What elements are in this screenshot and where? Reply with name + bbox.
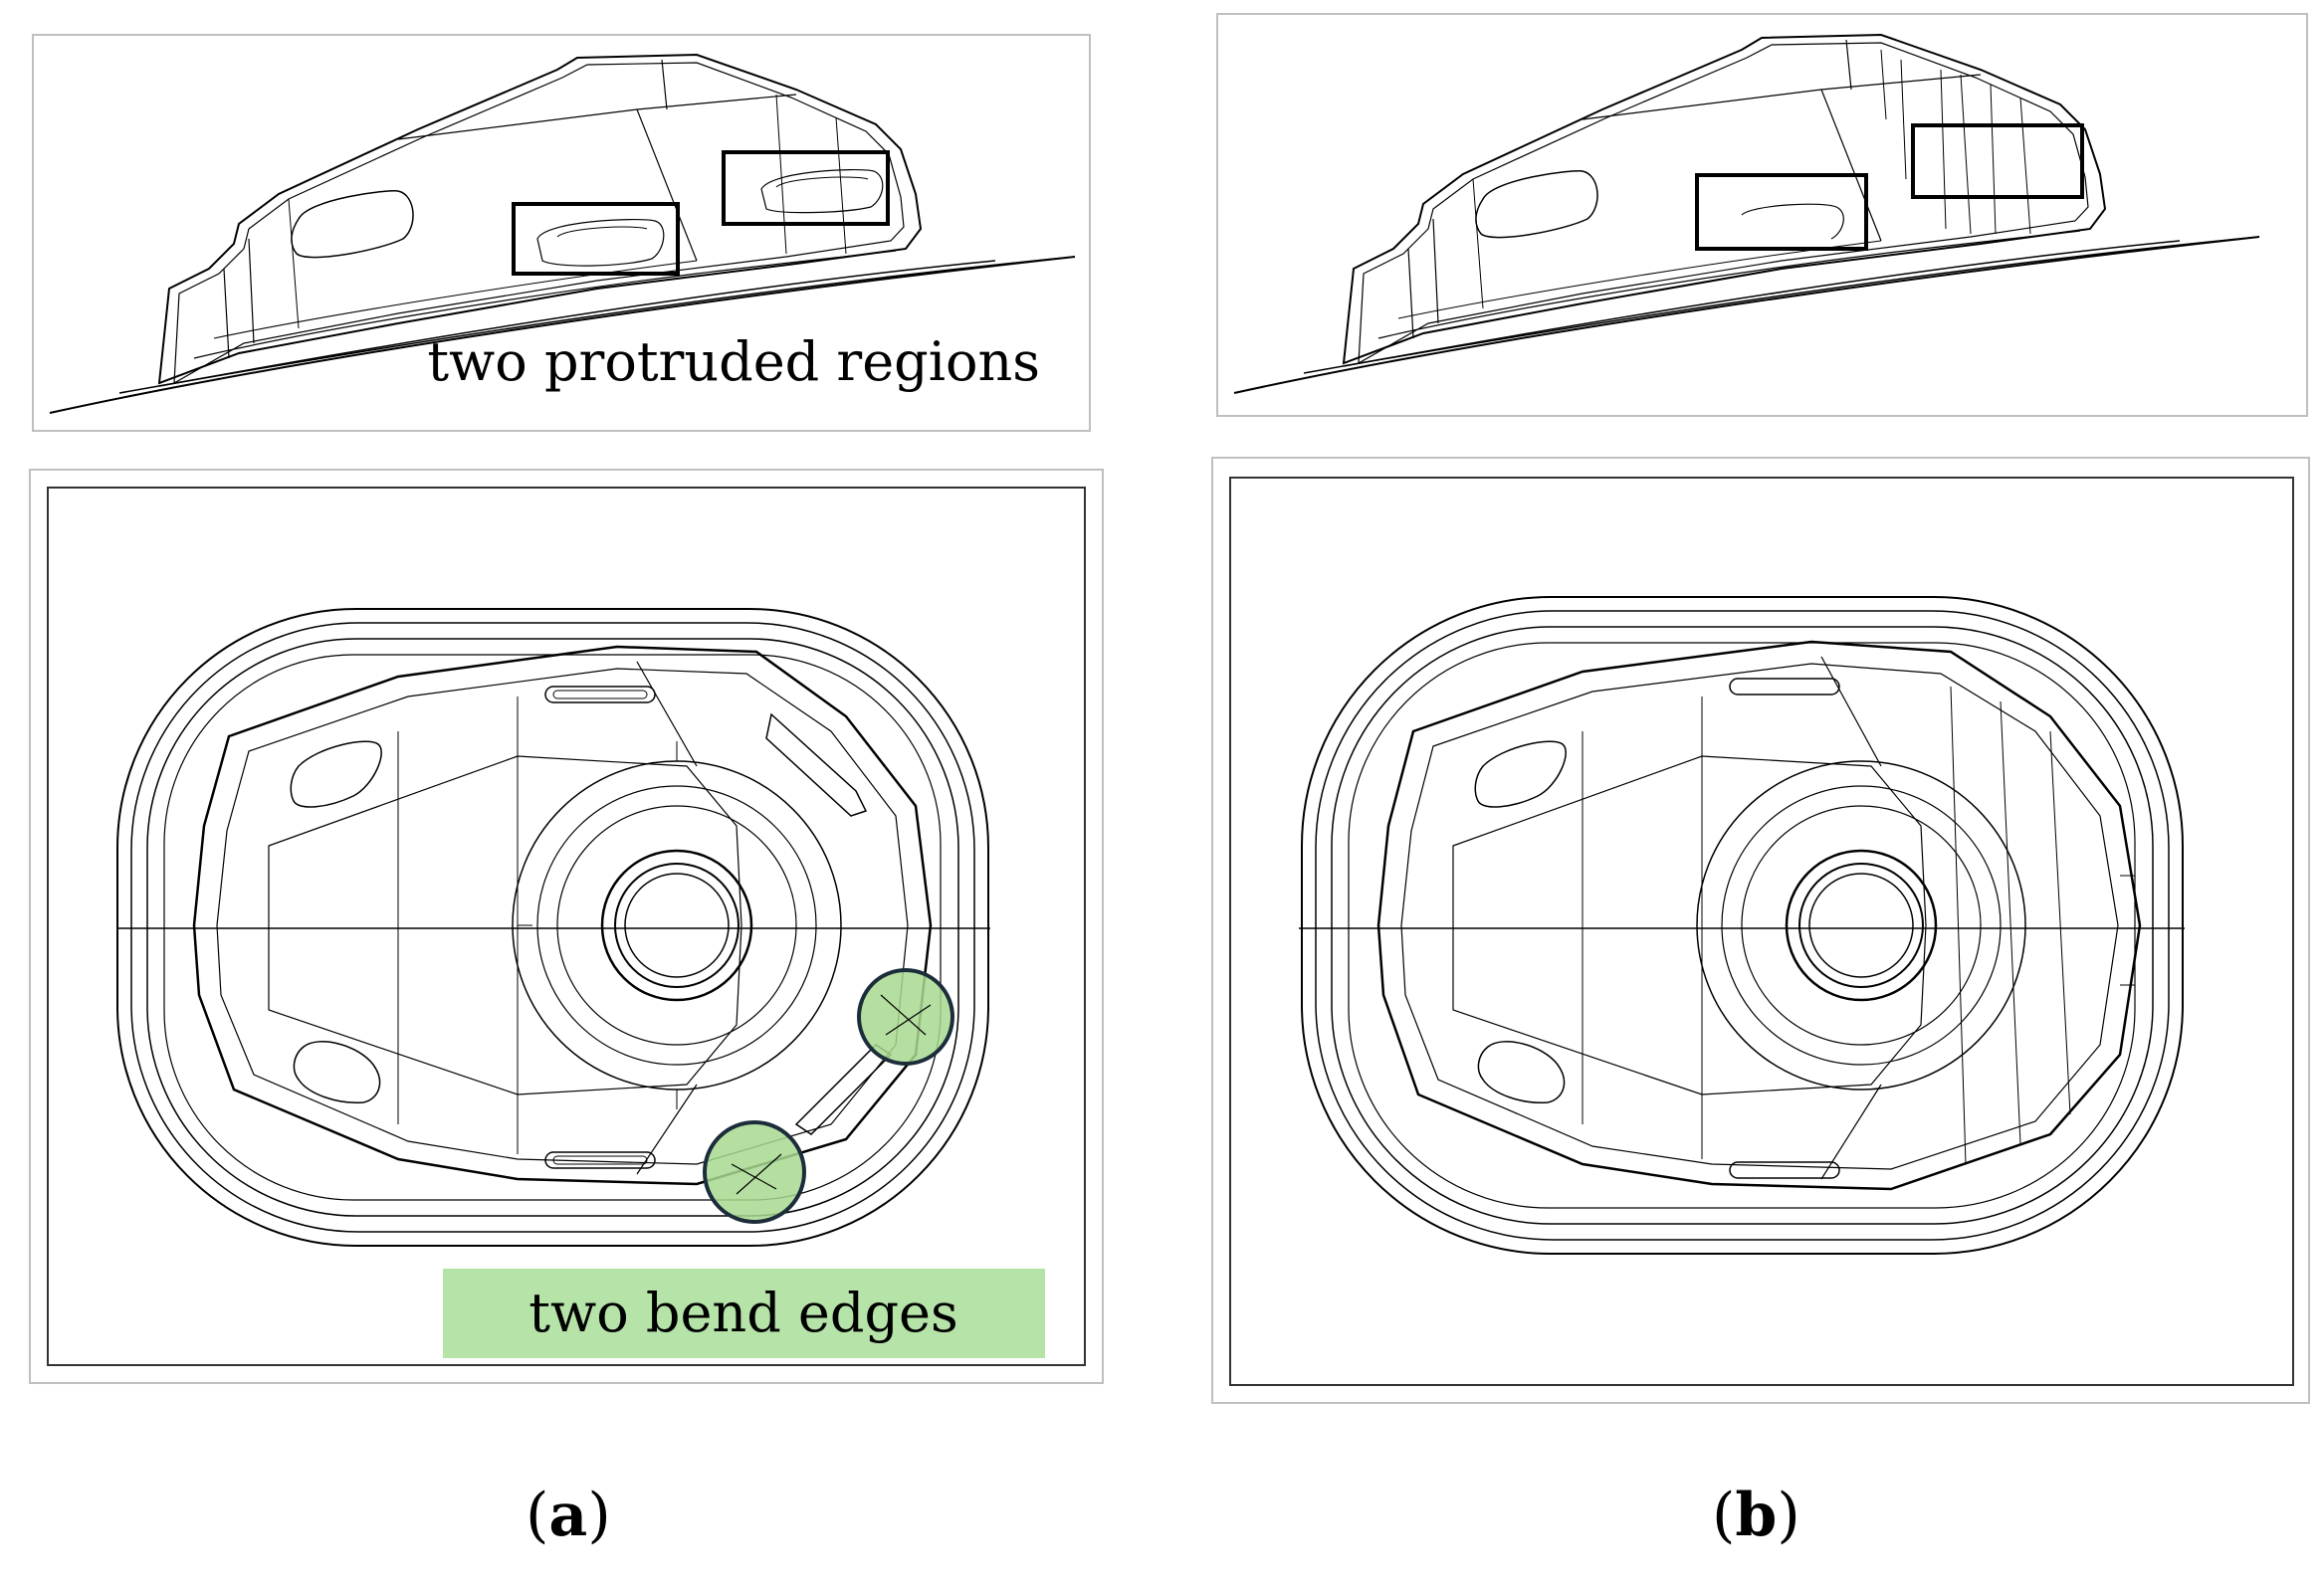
- region-box-b-1: [1695, 173, 1868, 251]
- panel-a-side-view: two protruded regions: [32, 34, 1091, 432]
- bend-edges-caption-bg: [443, 1269, 1045, 1358]
- panel-a-top-inner-frame: [47, 487, 1086, 1366]
- panel-a-label: (a): [526, 1481, 611, 1550]
- protruded-region-box-1: [512, 202, 680, 276]
- panel-b-side-frame: [1216, 13, 2308, 417]
- protruded-region-box-2: [722, 150, 890, 226]
- panel-b-side-view: [1216, 13, 2308, 417]
- panel-a-top-outer-frame: [29, 469, 1104, 1384]
- panel-b-top-inner-frame: [1229, 477, 2294, 1386]
- bend-edge-callout-lower: [703, 1120, 806, 1224]
- panel-a-top-view: two bend edges: [29, 469, 1104, 1384]
- panel-b-label: (b): [1712, 1481, 1800, 1550]
- side-view-caption: two protruded regions: [427, 330, 1040, 393]
- region-box-b-2: [1911, 123, 2084, 199]
- top-view-caption: two bend edges: [528, 1282, 957, 1344]
- panel-b-top-view: [1211, 457, 2310, 1404]
- panel-b-top-outer-frame: [1211, 457, 2310, 1404]
